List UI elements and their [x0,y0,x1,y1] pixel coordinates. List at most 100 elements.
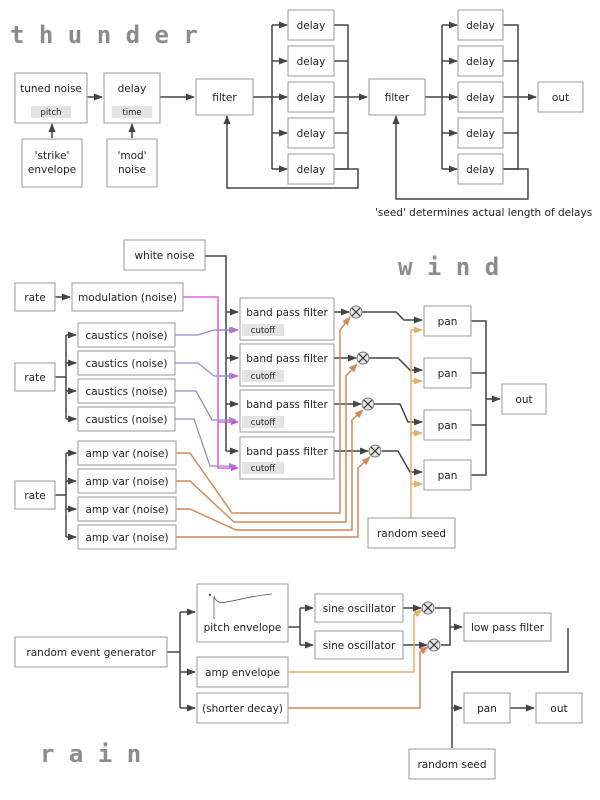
wind-caustics-node-2[interactable]: caustics (noise) [77,350,176,376]
svg-text:random seed: random seed [417,759,486,771]
svg-text:out: out [552,92,569,104]
svg-text:band pass filter: band pass filter [246,307,328,319]
wind-caustics-node-1[interactable]: caustics (noise) [77,322,176,348]
wind-caustics-node-4[interactable]: caustics (noise) [77,406,176,432]
rain-shorter-decay-node[interactable]: (shorter decay) [196,692,289,724]
thunder-delay-2e[interactable]: delay [457,153,504,185]
thunder-delay-1a[interactable]: delay [287,9,335,41]
svg-text:filter: filter [212,92,237,104]
rain-low-pass-filter-node[interactable]: low pass filter [463,612,552,642]
cutoff-input-label: cutoff [251,372,277,382]
thunder-filter-node-2[interactable]: filter [368,78,426,116]
wind-caustics-node-3[interactable]: caustics (noise) [77,378,176,404]
wind-pan-node-2[interactable]: pan [423,357,472,389]
rain-random-seed-node[interactable]: random seed [408,748,496,780]
svg-text:amp var (noise): amp var (noise) [85,504,168,516]
svg-text:caustics (noise): caustics (noise) [85,414,167,426]
wind-random-seed-node[interactable]: random seed [367,517,456,549]
wind-band-pass-node-1[interactable]: band pass filter cutoff [239,297,335,341]
svg-text:delay: delay [466,20,495,32]
svg-text:amp var (noise): amp var (noise) [85,448,168,460]
rain-random-event-generator-node[interactable]: random event generator [14,636,168,668]
svg-text:'strike': 'strike' [35,150,70,162]
svg-text:delay: delay [297,20,326,32]
wind-rate-node-3[interactable]: rate [14,480,56,510]
svg-text:delay: delay [297,92,326,104]
thunder-mod-noise-node[interactable]: 'mod' noise [106,138,158,188]
svg-text:modulation (noise): modulation (noise) [78,292,177,304]
thunder-delay-2b[interactable]: delay [457,45,504,77]
wind-amp-var-node-2[interactable]: amp var (noise) [77,468,177,494]
thunder-delay-1d[interactable]: delay [287,117,335,149]
svg-text:pitch envelope: pitch envelope [204,622,282,634]
svg-text:envelope: envelope [28,164,76,176]
multiply-icon [361,397,375,411]
wind-pan-node-4[interactable]: pan [423,459,472,491]
svg-text:rate: rate [24,372,45,384]
wind-band-pass-bank: band pass filter cutoff band pass filter c… [239,297,335,480]
wind-multiplier-icons [349,305,382,458]
svg-text:delay: delay [118,83,147,95]
rain-amp-wires [288,609,429,709]
cutoff-input-label: cutoff [251,326,277,336]
rain-pitch-envelope-node[interactable]: pitch envelope [196,583,289,643]
wind-out-node[interactable]: out [501,383,547,415]
thunder-delay-1b[interactable]: delay [287,45,335,77]
svg-text:delay: delay [466,128,495,140]
svg-text:pan: pan [438,368,458,380]
svg-text:tuned noise: tuned noise [20,83,82,95]
svg-text:delay: delay [297,128,326,140]
wind-amp-var-node-4[interactable]: amp var (noise) [77,524,177,550]
svg-text:low pass filter: low pass filter [471,622,545,634]
svg-text:out: out [550,703,567,715]
svg-text:noise: noise [118,164,146,176]
time-input-label: time [122,108,141,118]
wind-rate-node-2[interactable]: rate [14,362,56,392]
wind-rate-node-1[interactable]: rate [14,282,56,312]
wind-amp-var-node-3[interactable]: amp var (noise) [77,496,177,522]
svg-text:amp var (noise): amp var (noise) [85,532,168,544]
multiply-icon [427,638,441,652]
thunder-filter-node-1[interactable]: filter [195,78,254,116]
wind-pan-node-3[interactable]: pan [423,409,472,441]
rain-out-node[interactable]: out [535,692,583,724]
svg-text:white noise: white noise [134,250,194,262]
thunder-delay-1c[interactable]: delay [287,81,335,113]
wind-pan-node-1[interactable]: pan [423,305,472,337]
multiply-icon [421,601,435,615]
rain-sine-oscillator-node-1[interactable]: sine oscillator [314,593,404,623]
section-title-rain: r a i n [40,740,141,768]
multiply-icon [356,351,370,365]
thunder-delay-bank-1: delay delay delay delay delay [287,9,335,185]
wind-amp-var-node-1[interactable]: amp var (noise) [77,440,177,466]
svg-text:rate: rate [24,490,45,502]
thunder-strike-envelope-node[interactable]: 'strike' envelope [21,138,83,188]
svg-text:pan: pan [438,420,458,432]
section-title-wind: w i n d [398,253,499,281]
svg-text:caustics (noise): caustics (noise) [85,330,167,342]
svg-text:band pass filter: band pass filter [246,399,328,411]
svg-text:out: out [515,394,532,406]
svg-text:delay: delay [297,164,326,176]
thunder-delay-2c[interactable]: delay [457,81,504,113]
svg-text:sine oscillator: sine oscillator [323,640,396,652]
wind-white-noise-node[interactable]: white noise [123,239,206,271]
svg-text:filter: filter [385,92,410,104]
wind-modulation-node[interactable]: modulation (noise) [71,282,184,312]
thunder-delay-1e[interactable]: delay [287,153,335,185]
thunder-delay-2d[interactable]: delay [457,117,504,149]
svg-text:random seed: random seed [377,528,446,540]
thunder-tuned-noise-node[interactable]: tuned noise pitch [14,72,88,124]
svg-text:pan: pan [438,316,458,328]
rain-amp-envelope-node[interactable]: amp envelope [196,656,289,688]
multiply-icon [349,305,363,319]
rain-sine-oscillator-node-2[interactable]: sine oscillator [314,630,404,660]
svg-text:pan: pan [438,470,458,482]
thunder-out-node[interactable]: out [537,81,584,113]
thunder-delay-node[interactable]: delay time [103,72,161,124]
thunder-delay-2a[interactable]: delay [457,9,504,41]
rain-pan-node[interactable]: pan [463,692,511,724]
